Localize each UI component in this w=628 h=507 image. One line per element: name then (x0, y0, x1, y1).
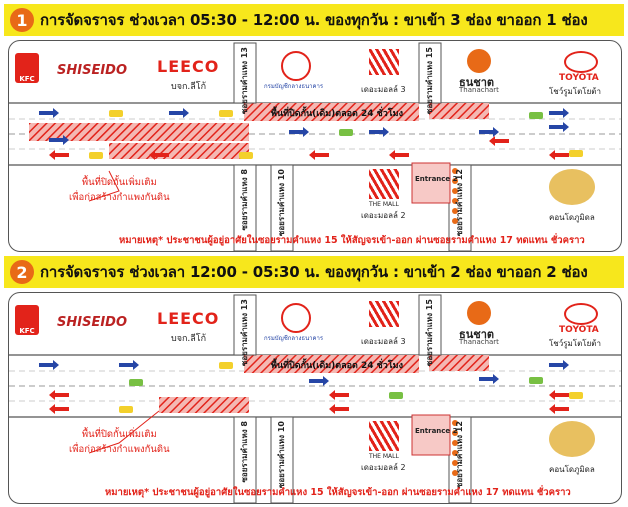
toyota-logo (564, 51, 598, 73)
road-soi-8-2: ซอยรามคำแหง 8 (240, 421, 249, 483)
condo-logo-2 (549, 421, 595, 457)
mall-3-caption-2: เดอะมอลล์ 3 (361, 337, 406, 346)
the-mall-2-logo (369, 169, 399, 199)
toyota-logo-2 (564, 303, 598, 325)
condo-caption-2: คอนโดภูมิดล (549, 465, 595, 474)
toyota-name-2: TOYOTA (559, 325, 599, 335)
extra-area-line-2: เพื่อก่อสร้างกำแพงกันดิน (69, 192, 170, 203)
toyota-name: TOYOTA (559, 73, 599, 83)
road-soi-13-2: ซอยรามคำแหง 13 (240, 299, 249, 367)
section-2-road-map (9, 294, 621, 503)
condo-logo (549, 169, 595, 205)
section-1-map: KFC SHISEIDO LEECO บจก.ลีโก้ กรมบัญชีกลา… (8, 40, 622, 252)
extra-area-line-1-2: พื้นที่ปิดกั้นเพิ่มเติม (81, 429, 157, 440)
section-1-number-badge: 1 (10, 8, 34, 32)
kfc-label: KFC (19, 75, 35, 83)
kfc-logo-2: KFC (15, 305, 39, 335)
toyota-caption-2: โชว์รูมโตโยต้า (549, 339, 601, 348)
road-soi-8: ซอยรามคำแหง 8 (240, 169, 249, 231)
section-1-road-map (9, 42, 621, 251)
kfc-logo: KFC (15, 53, 39, 83)
section-2-map: KFC SHISEIDO LEECO บจก.ลีโก้ กรมบัญชีกลา… (8, 292, 622, 504)
thanachart-en-name-2: Thanachart (459, 338, 499, 346)
road-soi-13: ซอยรามคำแหง 13 (240, 47, 249, 115)
thanachart-logo-2 (467, 301, 491, 325)
leeco-logo: LEECO (157, 57, 220, 76)
mall-2-caption-2: เดอะมอลล์ 2 (361, 463, 406, 472)
shiseido-logo: SHISEIDO (57, 63, 128, 78)
bank-caption: กรมบัญชีกลางธนาคาร (264, 83, 324, 90)
road-soi-10: ซอยรามคำแหง 10 (277, 169, 286, 237)
kfc-label-2: KFC (19, 327, 35, 335)
road-soi-10-2: ซอยรามคำแหง 10 (277, 421, 286, 489)
section-1-title: การจัดจราจร ช่วงเวลา 05:30 - 12:00 น. ขอ… (40, 11, 588, 29)
the-mall-3-logo (369, 49, 399, 75)
closed-area-label: พื้นที่ปิดกั้น(เดิม)ตลอด 24 ชั่วโมง (271, 109, 403, 119)
section-2-header: 2 การจัดจราจร ช่วงเวลา 12:00 - 05:30 น. … (4, 256, 624, 288)
toyota-caption: โชว์รูมโตโยต้า (549, 87, 601, 96)
closed-area-extra (29, 123, 249, 141)
extra-area-line-2-2: เพื่อก่อสร้างกำแพงกันดิน (69, 444, 170, 455)
entrance-2-label: Entrance 2 (415, 175, 458, 183)
road-soi-15-2: ซอยรามคำแหง 15 (425, 299, 434, 367)
extra-area-line-1: พื้นที่ปิดกั้นเพิ่มเติม (81, 177, 157, 188)
closed-area-24h (244, 103, 419, 121)
section-2-note: หมายเหตุ* ประชาชนผู้อยู่อาศัยในซอยรามคำแ… (105, 487, 571, 498)
bank-logo (281, 51, 311, 81)
shiseido-logo-2: SHISEIDO (57, 315, 128, 330)
closed-area-label-2: พื้นที่ปิดกั้น(เดิม)ตลอด 24 ชั่วโมง (271, 361, 403, 371)
closed-area-extra-2 (159, 397, 249, 413)
section-1-note: หมายเหตุ* ประชาชนผู้อยู่อาศัยในซอยรามคำแ… (119, 235, 585, 246)
extra-closed-area-label: พื้นที่ปิดกั้นเพิ่มเติม เพื่อก่อสร้างกำแ… (69, 175, 170, 205)
section-2-title: การจัดจราจร ช่วงเวลา 12:00 - 05:30 น. ขอ… (40, 263, 588, 281)
thanachart-logo (467, 49, 491, 73)
entrance-2-label-2: Entrance 2 (415, 427, 458, 435)
leeco-caption: บจก.ลีโก้ (171, 82, 207, 92)
section-2-number-badge: 2 (10, 260, 34, 284)
mall-3-caption: เดอะมอลล์ 3 (361, 85, 406, 94)
entrance-2-box (411, 162, 451, 204)
the-mall-3-logo-2 (369, 301, 399, 327)
thanachart-en-name: Thanachart (459, 86, 499, 94)
bank-logo-2 (281, 303, 311, 333)
closed-area-24h-2 (244, 355, 419, 373)
the-mall-2-logo-2 (369, 421, 399, 451)
bank-caption-2: กรมบัญชีกลางธนาคาร (264, 335, 324, 342)
mall-2-en-caption-2: THE MALL (369, 453, 399, 460)
thanachart-name: ธนชาต (459, 76, 495, 89)
mall-2-en-caption: THE MALL (369, 201, 399, 208)
thanachart-name-2: ธนชาต (459, 328, 495, 341)
condo-caption: คอนโดภูมิดล (549, 213, 595, 222)
section-1-header: 1 การจัดจราจร ช่วงเวลา 05:30 - 12:00 น. … (4, 4, 624, 36)
extra-closed-area-label-2: พื้นที่ปิดกั้นเพิ่มเติม เพื่อก่อสร้างกำแ… (69, 427, 170, 457)
leeco-logo-2: LEECO (157, 309, 220, 328)
mall-2-caption: เดอะมอลล์ 2 (361, 211, 406, 220)
road-soi-15: ซอยรามคำแหง 15 (425, 47, 434, 115)
leeco-caption-2: บจก.ลีโก้ (171, 334, 207, 344)
